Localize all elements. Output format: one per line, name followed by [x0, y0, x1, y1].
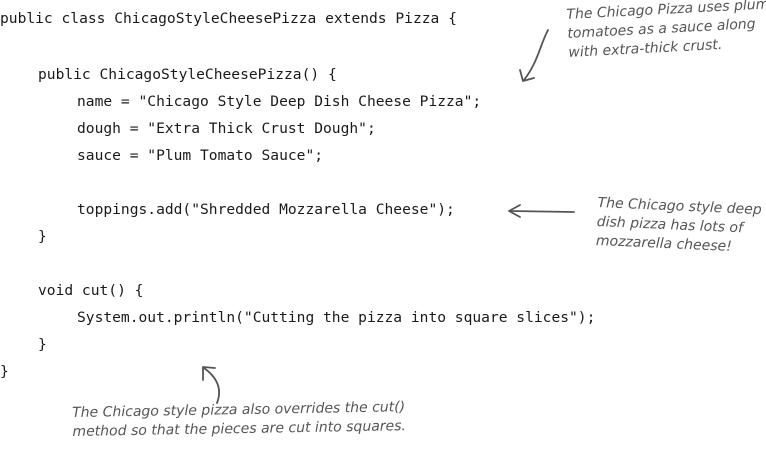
sauce-arrowhead-icon	[519, 69, 535, 82]
cut-arrowhead-icon	[202, 366, 216, 381]
code-line-method-close: }	[38, 336, 47, 353]
sauce-arrow-icon	[523, 29, 549, 81]
code-line-dough: dough = "Extra Thick Crust Dough";	[77, 120, 376, 137]
code-line-class-close: }	[0, 363, 9, 380]
code-line-name: name = "Chicago Style Deep Dish Cheese P…	[77, 93, 482, 110]
cheese-arrow-icon	[509, 210, 575, 213]
cheese-arrowhead-icon	[508, 204, 521, 218]
code-line-constructor-close: }	[38, 228, 47, 245]
code-line-cut-method: void cut() {	[38, 282, 144, 299]
code-listing: public class ChicagoStyleCheesePizza ext…	[0, 0, 595, 380]
code-line-class-declaration: public class ChicagoStyleCheesePizza ext…	[0, 10, 457, 27]
code-line-println: System.out.println("Cutting the pizza in…	[77, 309, 596, 326]
code-line-sauce: sauce = "Plum Tomato Sauce";	[77, 147, 324, 164]
cut-arrow-icon	[203, 367, 220, 404]
code-line-constructor: public ChicagoStyleCheesePizza() {	[38, 66, 337, 83]
code-line-toppings: toppings.add("Shredded Mozzarella Cheese…	[77, 201, 455, 218]
